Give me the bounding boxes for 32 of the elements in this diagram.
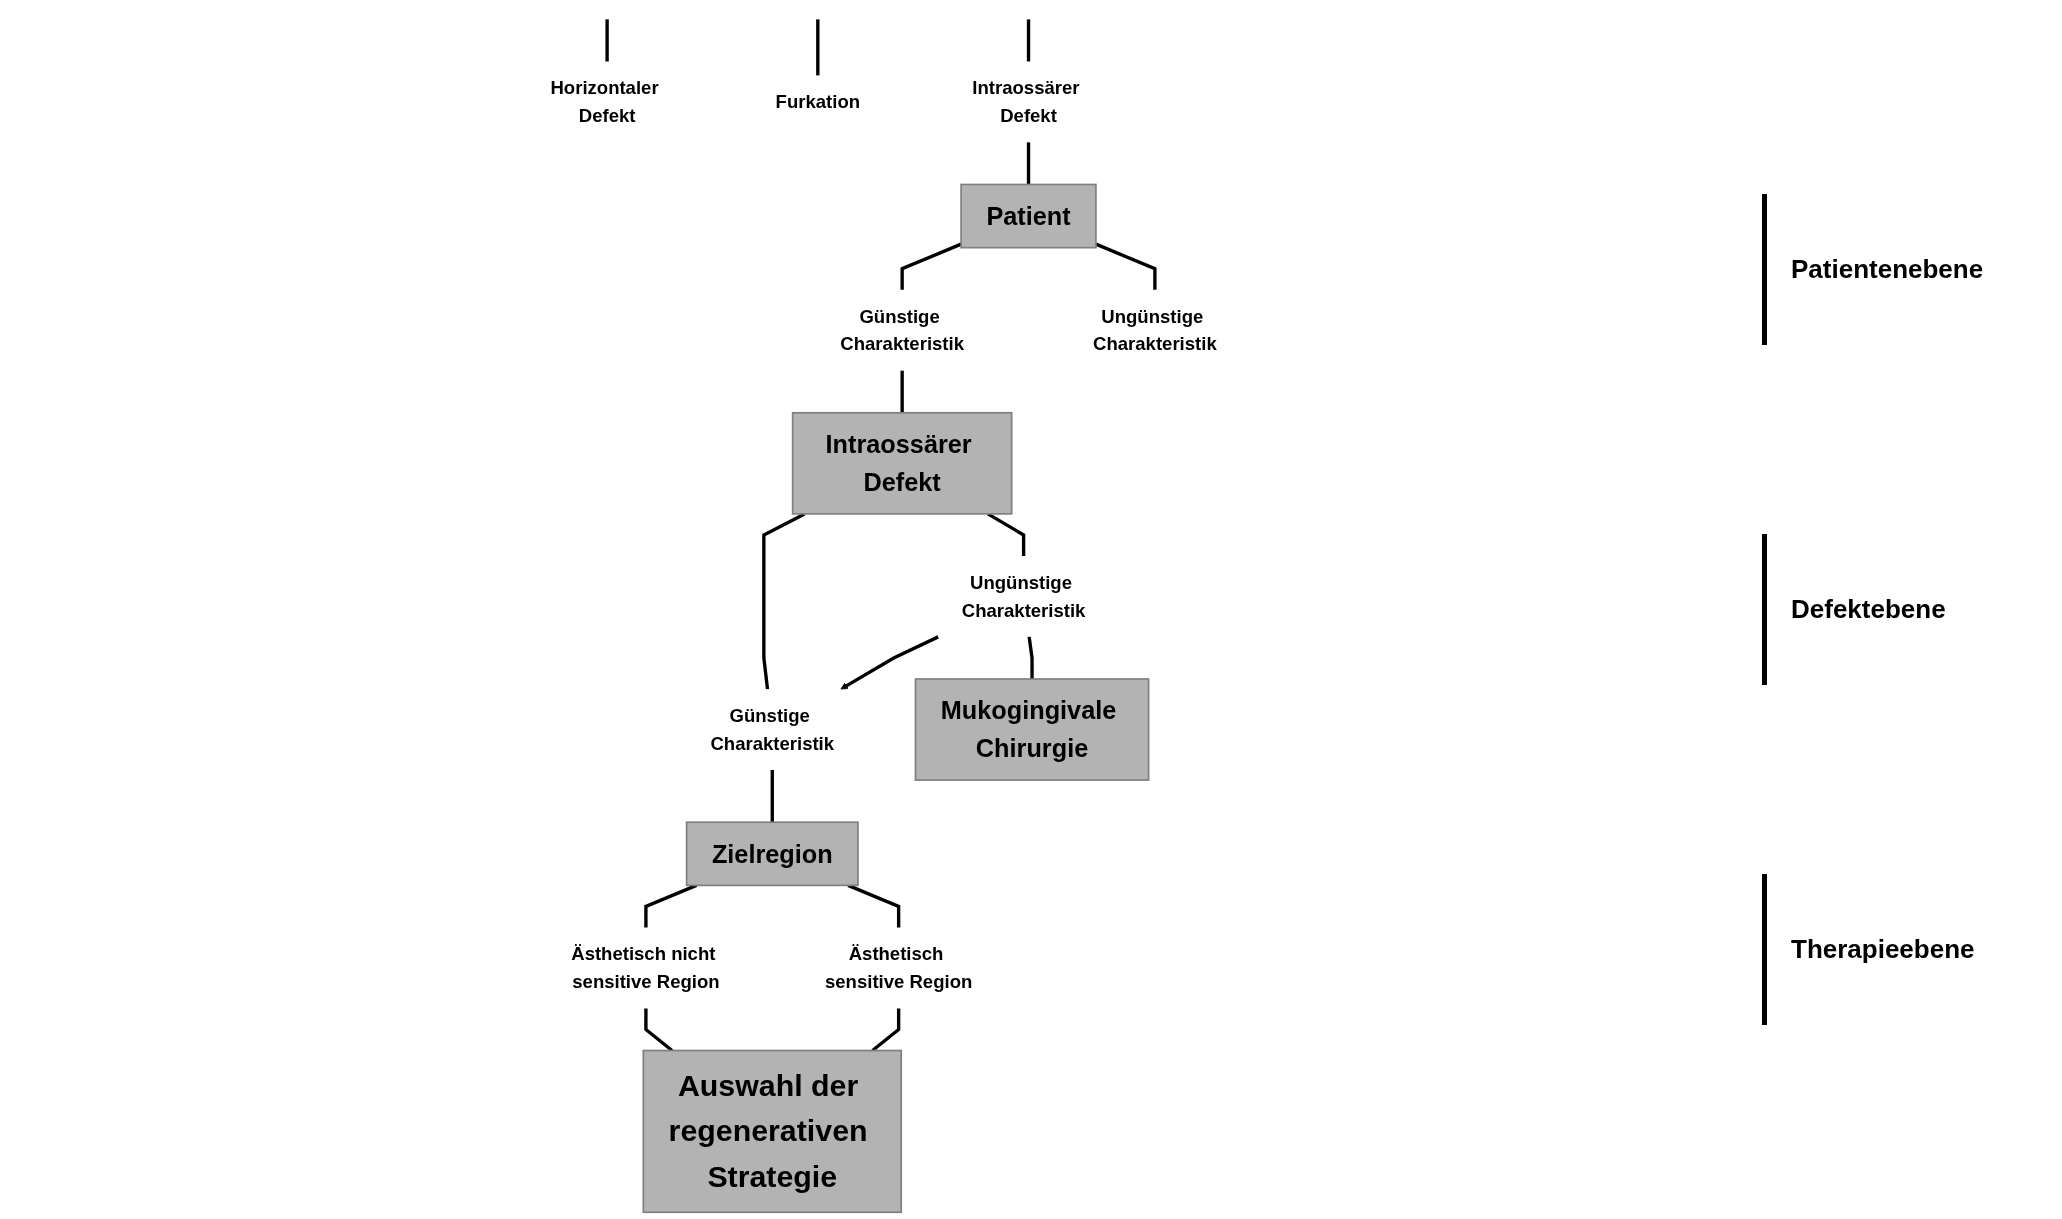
connector (900, 242, 962, 290)
connector (770, 770, 774, 823)
connector (762, 512, 806, 690)
node-box: Auswahl der regenerativen Strategie (642, 1049, 903, 1214)
node-box: Zielregion (685, 821, 859, 887)
node-text: Günstige Charakteristik (840, 305, 964, 355)
node-text: Ästhetisch sensitive Region (824, 943, 973, 993)
connector (1026, 19, 1031, 62)
connector (871, 1008, 901, 1052)
node-text: Horizontaler Defekt (550, 77, 659, 127)
node-box: Patient (960, 183, 1097, 249)
connector (900, 370, 904, 413)
level-label: Therapieebene (1762, 873, 2062, 1025)
node-box: Intraossärer Defekt (791, 411, 1013, 515)
node-text: Furkation (775, 91, 861, 113)
connector (1095, 242, 1157, 290)
connector (644, 1008, 674, 1052)
level-label: Defektebene (1762, 534, 2062, 685)
connector (987, 512, 1026, 556)
connector (847, 883, 901, 928)
node-text: Intraossärer Defekt (972, 77, 1080, 127)
connector (1027, 636, 1034, 679)
node-text: Ästhetisch nicht sensitive Region (571, 943, 720, 993)
connector (605, 19, 609, 62)
arrow (840, 635, 939, 690)
node-text: Ungünstige Charakteristik (961, 572, 1086, 621)
connector (1026, 142, 1031, 185)
node-box: Mukogingivale Chirurgie (914, 678, 1150, 781)
node-text: Ungünstige Charakteristik (1093, 305, 1217, 355)
node-text: Günstige Charakteristik (710, 705, 835, 754)
level-label: Patientenebene (1762, 194, 2062, 346)
connector (816, 19, 820, 76)
